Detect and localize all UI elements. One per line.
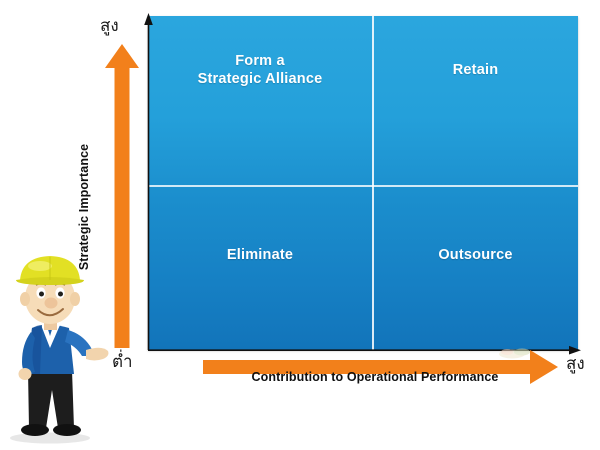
quadrant-form-a-strategic-alliance[interactable]: Form a Strategic Alliance xyxy=(148,16,372,185)
quadrant-bottom-left-label: Eliminate xyxy=(226,247,294,264)
y-axis-high-label: สูง xyxy=(100,16,119,36)
pants xyxy=(28,370,74,428)
mouth xyxy=(37,308,64,317)
hard-hat-brim xyxy=(16,277,84,285)
hand-left xyxy=(18,368,32,380)
arm-left xyxy=(22,332,35,374)
quadrant-bottom-right-label: Outsource xyxy=(438,247,513,264)
ear-left xyxy=(20,292,30,306)
strategic-matrix: Form a Strategic Alliance Retain Elimina… xyxy=(148,16,578,350)
faded-artifact xyxy=(499,348,530,359)
ear-right xyxy=(70,292,80,306)
arm-right xyxy=(65,330,93,356)
nose xyxy=(44,297,58,309)
quadrant-top-left-label-line2: Strategic Alliance xyxy=(197,70,323,87)
matrix-vertical-divider xyxy=(372,16,374,350)
x-axis-title: Contribution to Operational Performance xyxy=(251,370,499,384)
quadrant-top-left-label-line1: Form a xyxy=(235,53,285,70)
construction-worker-mascot xyxy=(10,256,109,444)
hand-right xyxy=(86,347,109,361)
quadrant-top-right-label: Retain xyxy=(452,61,499,78)
shoe-left xyxy=(21,424,49,436)
shoe-right xyxy=(53,424,81,436)
y-axis-low-label: ต่ำ xyxy=(112,352,133,372)
x-axis-high-label: สูง xyxy=(566,354,585,374)
matrix-horizontal-divider xyxy=(148,185,578,187)
quadrant-retain[interactable]: Retain xyxy=(373,16,578,185)
arrow-right-icon xyxy=(203,350,558,384)
arrow-up-icon xyxy=(105,44,139,348)
quadrant-outsource[interactable]: Outsource xyxy=(373,186,578,350)
quadrant-eliminate[interactable]: Eliminate xyxy=(148,186,372,350)
